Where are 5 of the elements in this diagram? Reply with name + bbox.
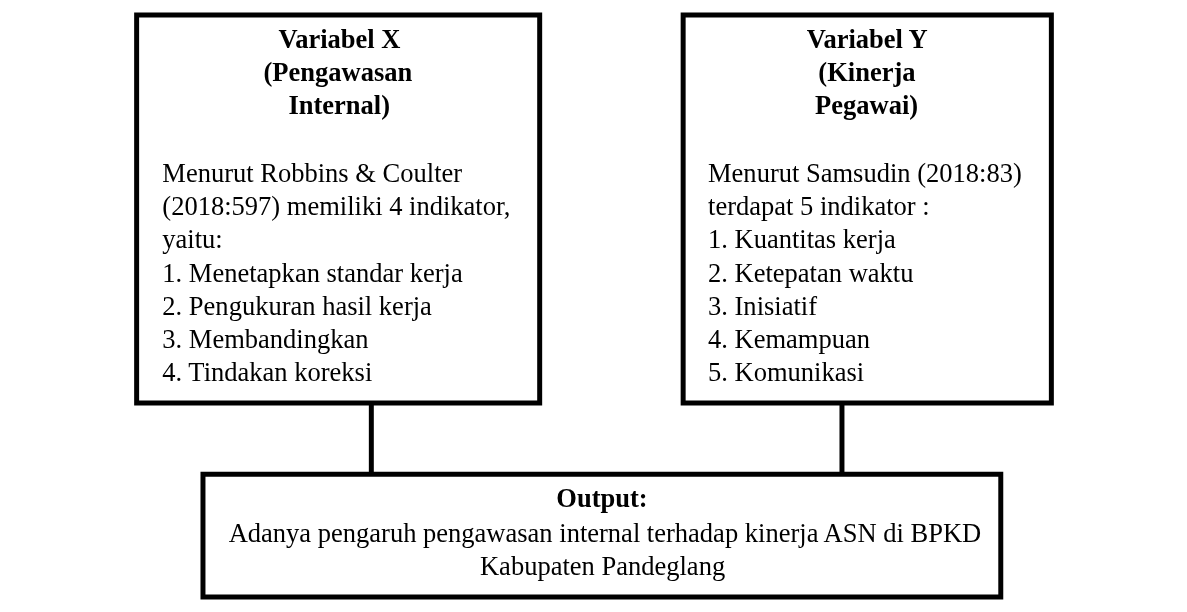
connector [368,403,374,474]
connector [838,403,844,474]
node-box: Output: Adanya pengaruh pengawasan internal terhadap kinerja ASN di BPKD Kabupaten Pandeglang [200,471,1003,600]
node-box: Variabel X (Pengawasan Internal) Menurut Robbins & Coulter (2018:597) memiliki 4 indikator, yaitu: 1. Menetapkan standar kerja 2. Pengukuran hasil kerja 3. Membandingkan 4. Tindakan koreksi [133,12,542,406]
node-box: Variabel Y (Kinerja Pegawai) Menurut Samsudin (2018:83) terdapat 5 indikator : 1. Kuantitas kerja 2. Ketepatan waktu 3. Inisiatif 4. Kemampuan 5. Komunikasi [680,12,1054,406]
